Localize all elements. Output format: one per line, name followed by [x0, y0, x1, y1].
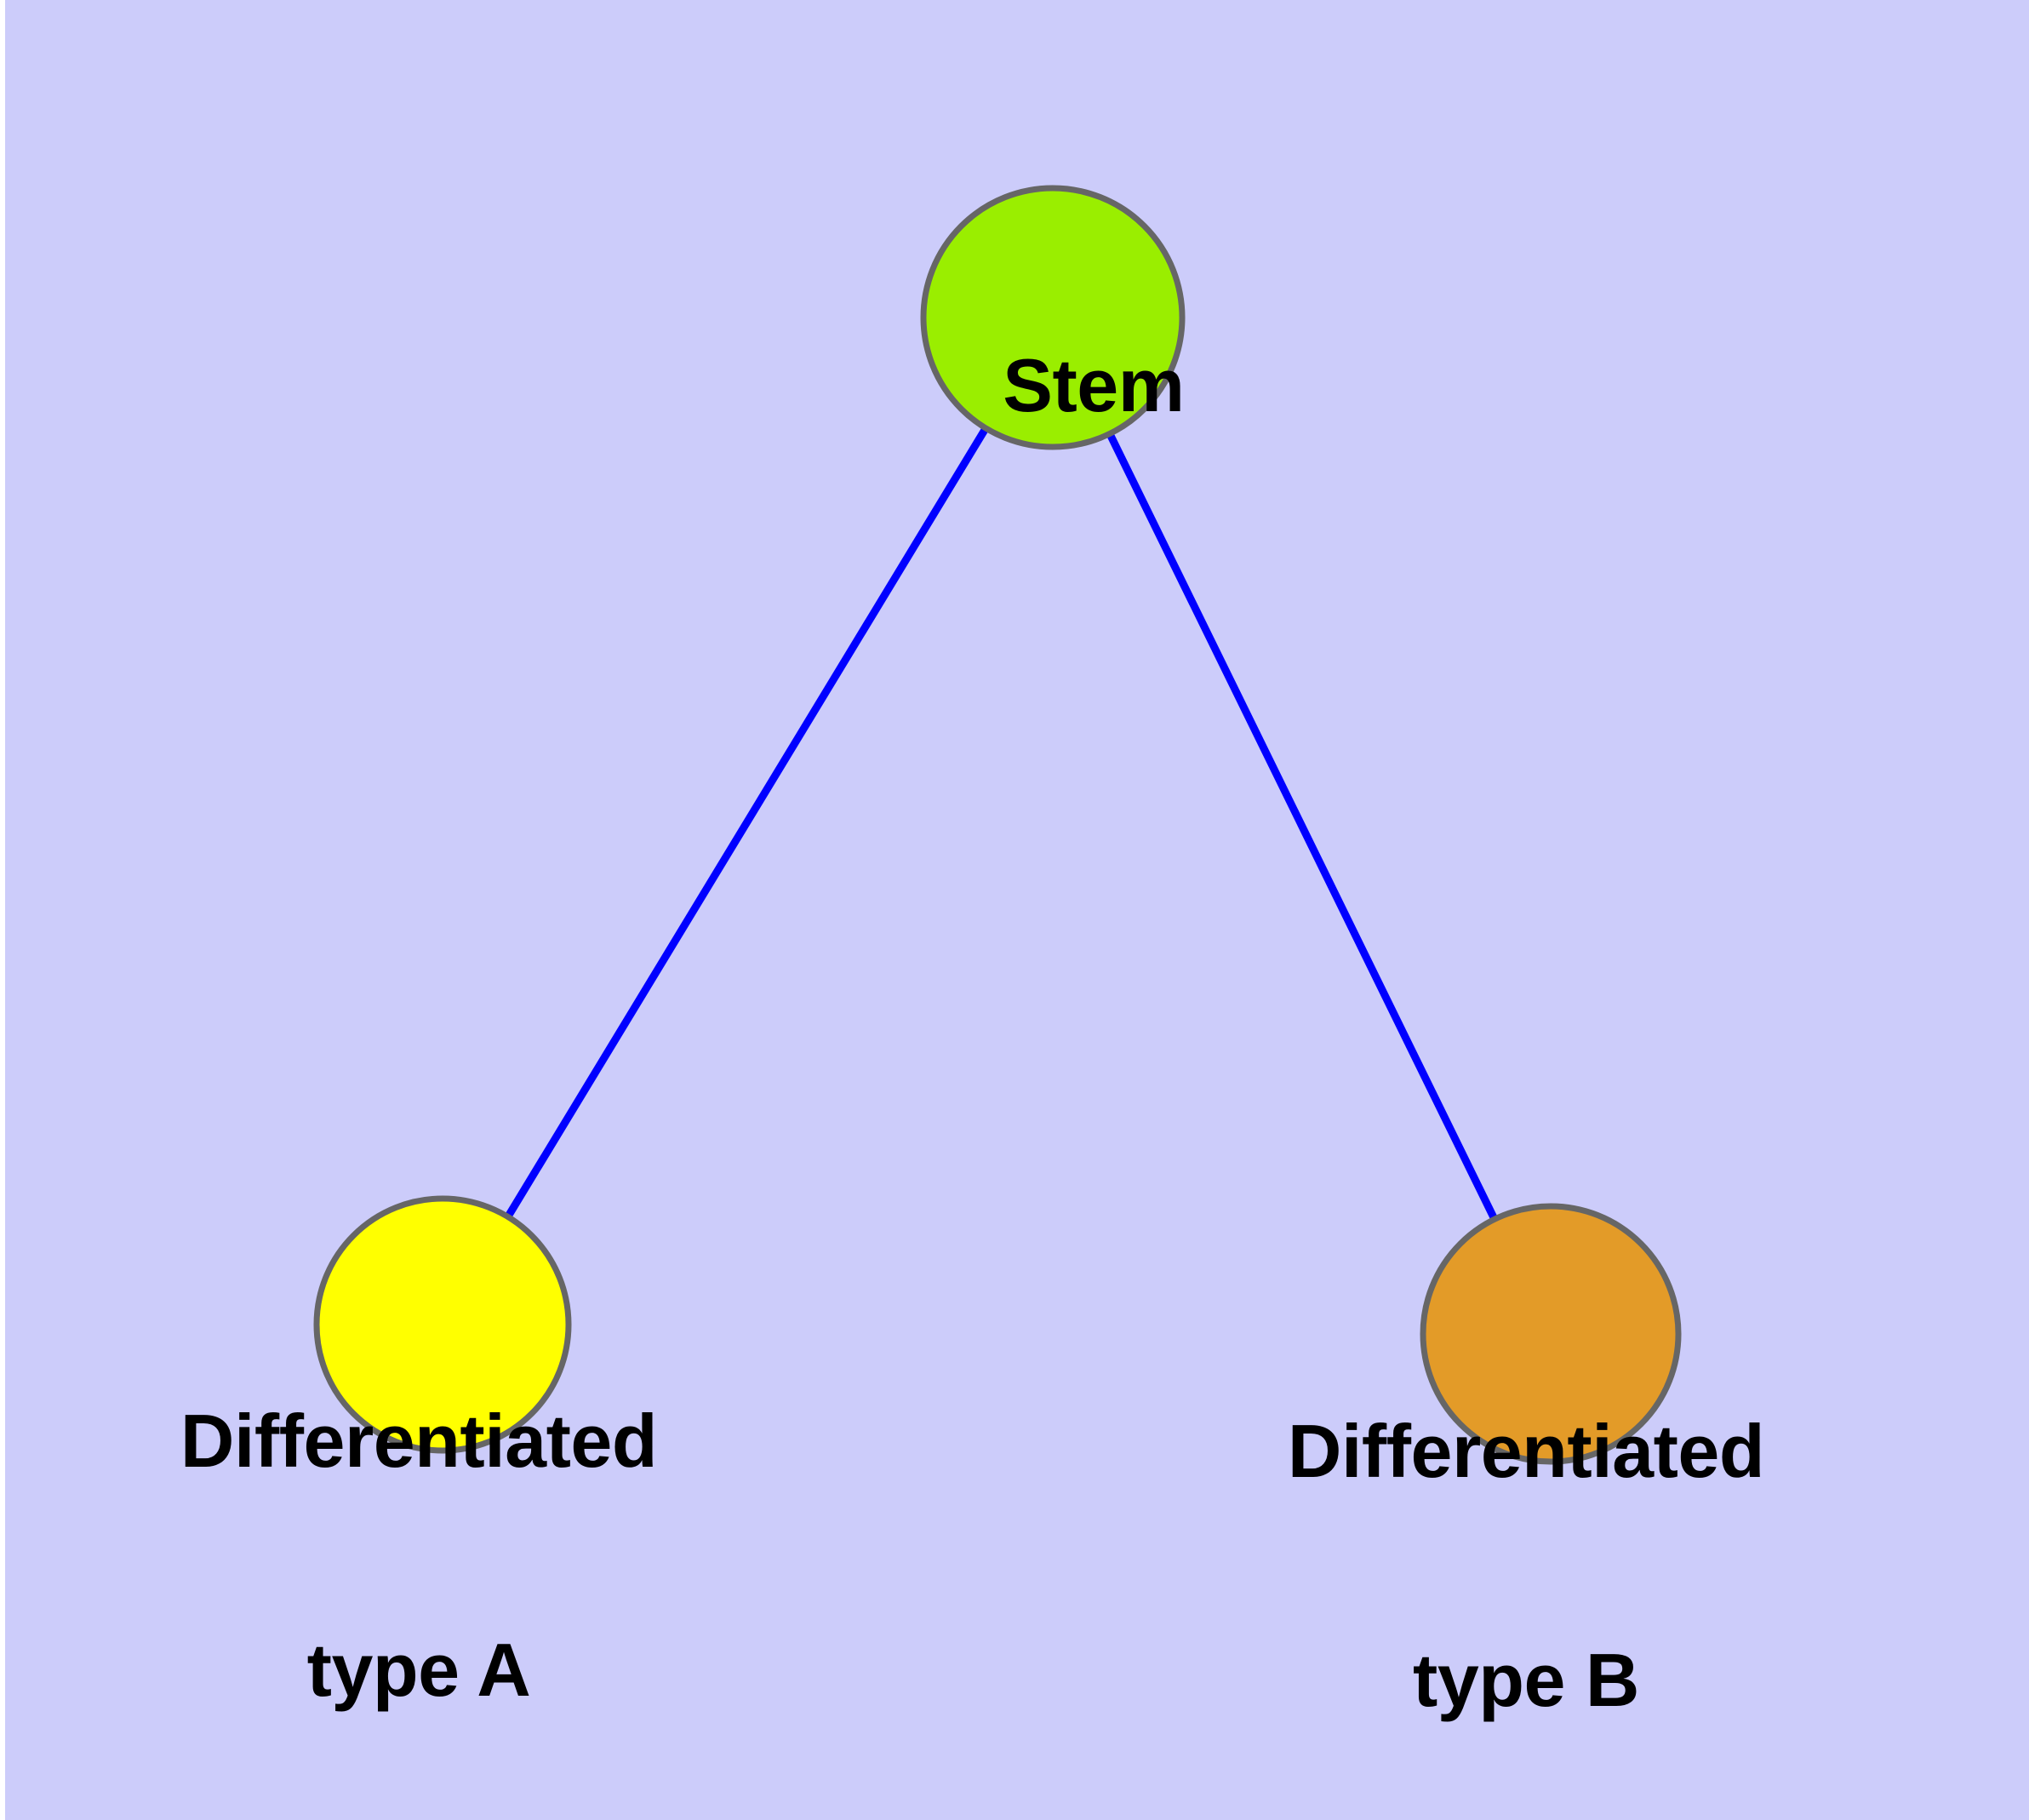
node-differentiated-type-a[interactable]: [313, 1195, 572, 1454]
node-differentiated-type-b[interactable]: [1420, 1203, 1682, 1465]
canvas-left-margin: [0, 0, 5, 1820]
node-stem[interactable]: [920, 185, 1186, 450]
edge-stem-to-differentiated-type-b[interactable]: [1102, 424, 1502, 1229]
edge-stem-to-differentiated-type-a[interactable]: [500, 419, 994, 1227]
